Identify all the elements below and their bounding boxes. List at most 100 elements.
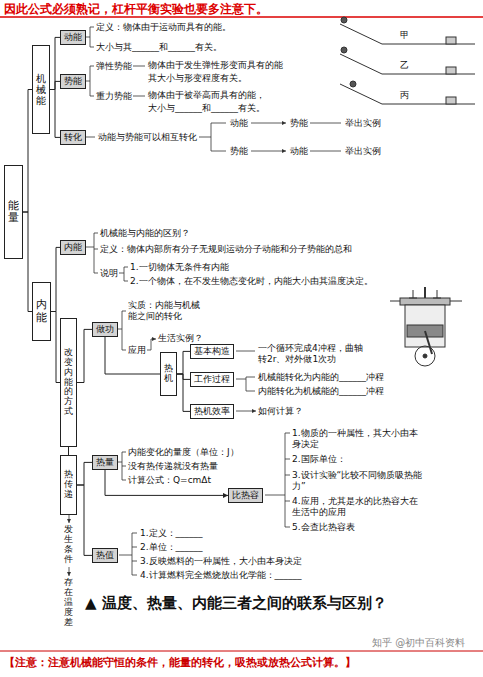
- node-text: 机械能: [36, 73, 46, 106]
- note-text: 计算公式：Q=cmΔt: [128, 475, 211, 486]
- node-text: 内能: [36, 299, 47, 323]
- note-text: 4.应用，尤其是水的比热容大在生活中的应用: [292, 496, 424, 518]
- note-text: 动能与势能可以相互转化: [98, 132, 197, 143]
- node-text: 比热容: [232, 490, 259, 501]
- topic-box: 转化: [60, 130, 86, 145]
- node-text: 势能: [64, 76, 82, 87]
- note-text: 2.单位：______: [140, 542, 203, 553]
- watermark: 知乎 @初中百科资料: [372, 637, 465, 649]
- tree-connector: [50, 90, 60, 138]
- engine-figure: [390, 287, 462, 366]
- note-text: 机械能与内能的区别？: [100, 228, 190, 239]
- node-text: 内能: [64, 242, 82, 253]
- caption-rule: [0, 651, 483, 652]
- question-heading: ▲ 温度、热量、内能三者之间的联系与区别？: [85, 594, 387, 612]
- branch-box: 内能: [32, 282, 51, 341]
- node-text: 热传递: [64, 470, 73, 500]
- node-text: 动能: [64, 32, 82, 43]
- note-text: 内能转化为机械能的______冲程: [258, 386, 384, 397]
- topic-box: 工作过程: [190, 372, 234, 387]
- note-text: 重力势能: [96, 91, 132, 102]
- topic-box: 内能: [60, 240, 86, 255]
- note-text: 1.定义：______: [140, 528, 203, 539]
- note-text: 3.反映燃料的一种属性，大小由本身决定: [140, 556, 302, 567]
- topic-box: 动能: [60, 30, 86, 45]
- note-text: 实质：内能与机械能之间的转化: [128, 300, 206, 322]
- node-text: 工作过程: [194, 374, 230, 385]
- note-text: 5.会查比热容表: [292, 522, 355, 533]
- tree-connector: [51, 312, 60, 383]
- node-text: 热机效率: [194, 406, 230, 417]
- note-text: 物体由于被举高而具有的能，: [148, 90, 265, 101]
- note-text: 势能: [230, 146, 248, 157]
- note-text: 1.一切物体无条件有内能: [130, 262, 229, 273]
- topic-box: 热值: [92, 548, 118, 563]
- note-text: 弹性势能: [96, 61, 132, 72]
- note-text: 存在温度差: [64, 578, 73, 627]
- node-text: 转化: [64, 132, 82, 143]
- title-underline: [0, 16, 483, 18]
- tree-connector: [50, 37, 60, 89]
- topic-box: 热量: [92, 455, 118, 470]
- tree-connector: [105, 470, 228, 496]
- sub-branch-box: 热机: [160, 352, 177, 396]
- topic-box: 热机效率: [190, 404, 234, 419]
- tree-connector: [77, 462, 92, 485]
- tree-connector: [77, 329, 92, 382]
- note-text: 定义：物体由于运动而具有的能。: [96, 22, 231, 33]
- node-text: 做功: [96, 324, 114, 335]
- tree-connector: [23, 90, 32, 213]
- tree-connector: [51, 247, 60, 311]
- tree-connector: [177, 374, 190, 411]
- note-text: 说明: [100, 268, 118, 279]
- note-text: 2.国际单位：: [292, 454, 346, 465]
- note-text: 一个循环完成4冲程，曲轴转2r、对外做1次功: [258, 343, 370, 365]
- note-text: 丙: [400, 90, 409, 101]
- note-text: 内能变化的量度（单位：J）: [128, 447, 239, 458]
- node-text: 热值: [96, 550, 114, 561]
- note-text: 甲: [400, 30, 409, 41]
- topic-box: 势能: [60, 74, 86, 89]
- node-text: 改变内能的方式: [64, 348, 73, 417]
- note-text: 举出实例: [345, 118, 381, 129]
- tree-connector: [68, 447, 69, 455]
- topic-box: 比热容: [228, 488, 263, 503]
- tree-connector: [105, 337, 160, 374]
- note-text: 发生条件: [64, 525, 73, 565]
- note-text: 动能: [290, 146, 308, 157]
- topic-box: 基本构造: [190, 344, 234, 359]
- note-text: 应用: [128, 345, 146, 356]
- note-text: 举出实例: [345, 146, 381, 157]
- note-text: 4.计算燃料完全燃烧放出化学能：______: [140, 570, 302, 581]
- note-text: 定义：物体内部所有分子无规则运动分子动能和分子势能的总和: [100, 244, 352, 255]
- note-text: 大小与______和______有关。: [148, 103, 265, 114]
- note-text: 2.一个物体，在不发生物态变化时，内能大小由其温度决定。: [130, 276, 373, 287]
- note-text: 乙: [400, 60, 409, 71]
- topic-box: 做功: [92, 322, 118, 337]
- branch-box: 改变内能的方式: [60, 318, 77, 447]
- note-text: 大小与其______和______有关。: [96, 42, 222, 53]
- branch-box: 机械能: [32, 45, 50, 134]
- note-text: 如何计算？: [258, 406, 303, 417]
- root-box: 能量: [4, 165, 23, 259]
- note-text: 物体由于发生弹性形变而具有的能: [148, 60, 283, 71]
- tree-connector: [77, 485, 92, 555]
- tree-connector: [23, 212, 32, 312]
- note-text: 3.设计实验“比较不同物质吸热能力”: [292, 470, 424, 492]
- tree-connector: [177, 351, 190, 374]
- note-text: 没有热传递就没有热量: [128, 461, 218, 472]
- note-text: 生活实例？: [158, 333, 203, 344]
- note-text: 其大小与形变程度有关。: [148, 73, 247, 84]
- node-text: 热机: [164, 364, 173, 384]
- node-text: 热量: [96, 457, 114, 468]
- note-text: 机械能转化为内能的______冲程: [258, 372, 384, 383]
- leader-lines: [69, 27, 341, 576]
- tree-connector: [50, 81, 60, 89]
- node-text: 基本构造: [194, 346, 230, 357]
- note-text: 动能: [230, 118, 248, 129]
- ramp-figures: [340, 17, 475, 104]
- page-title: 因此公式必须熟记，杠杆平衡实验也要多注意下。: [4, 1, 268, 18]
- note-text: 势能: [290, 118, 308, 129]
- note-text: 1.物质的一种属性，其大小由本身决定: [292, 428, 424, 450]
- page-caption: 【注意：注意机械能守恒的条件，能量的转化，吸热或放热公式计算。】: [4, 655, 356, 670]
